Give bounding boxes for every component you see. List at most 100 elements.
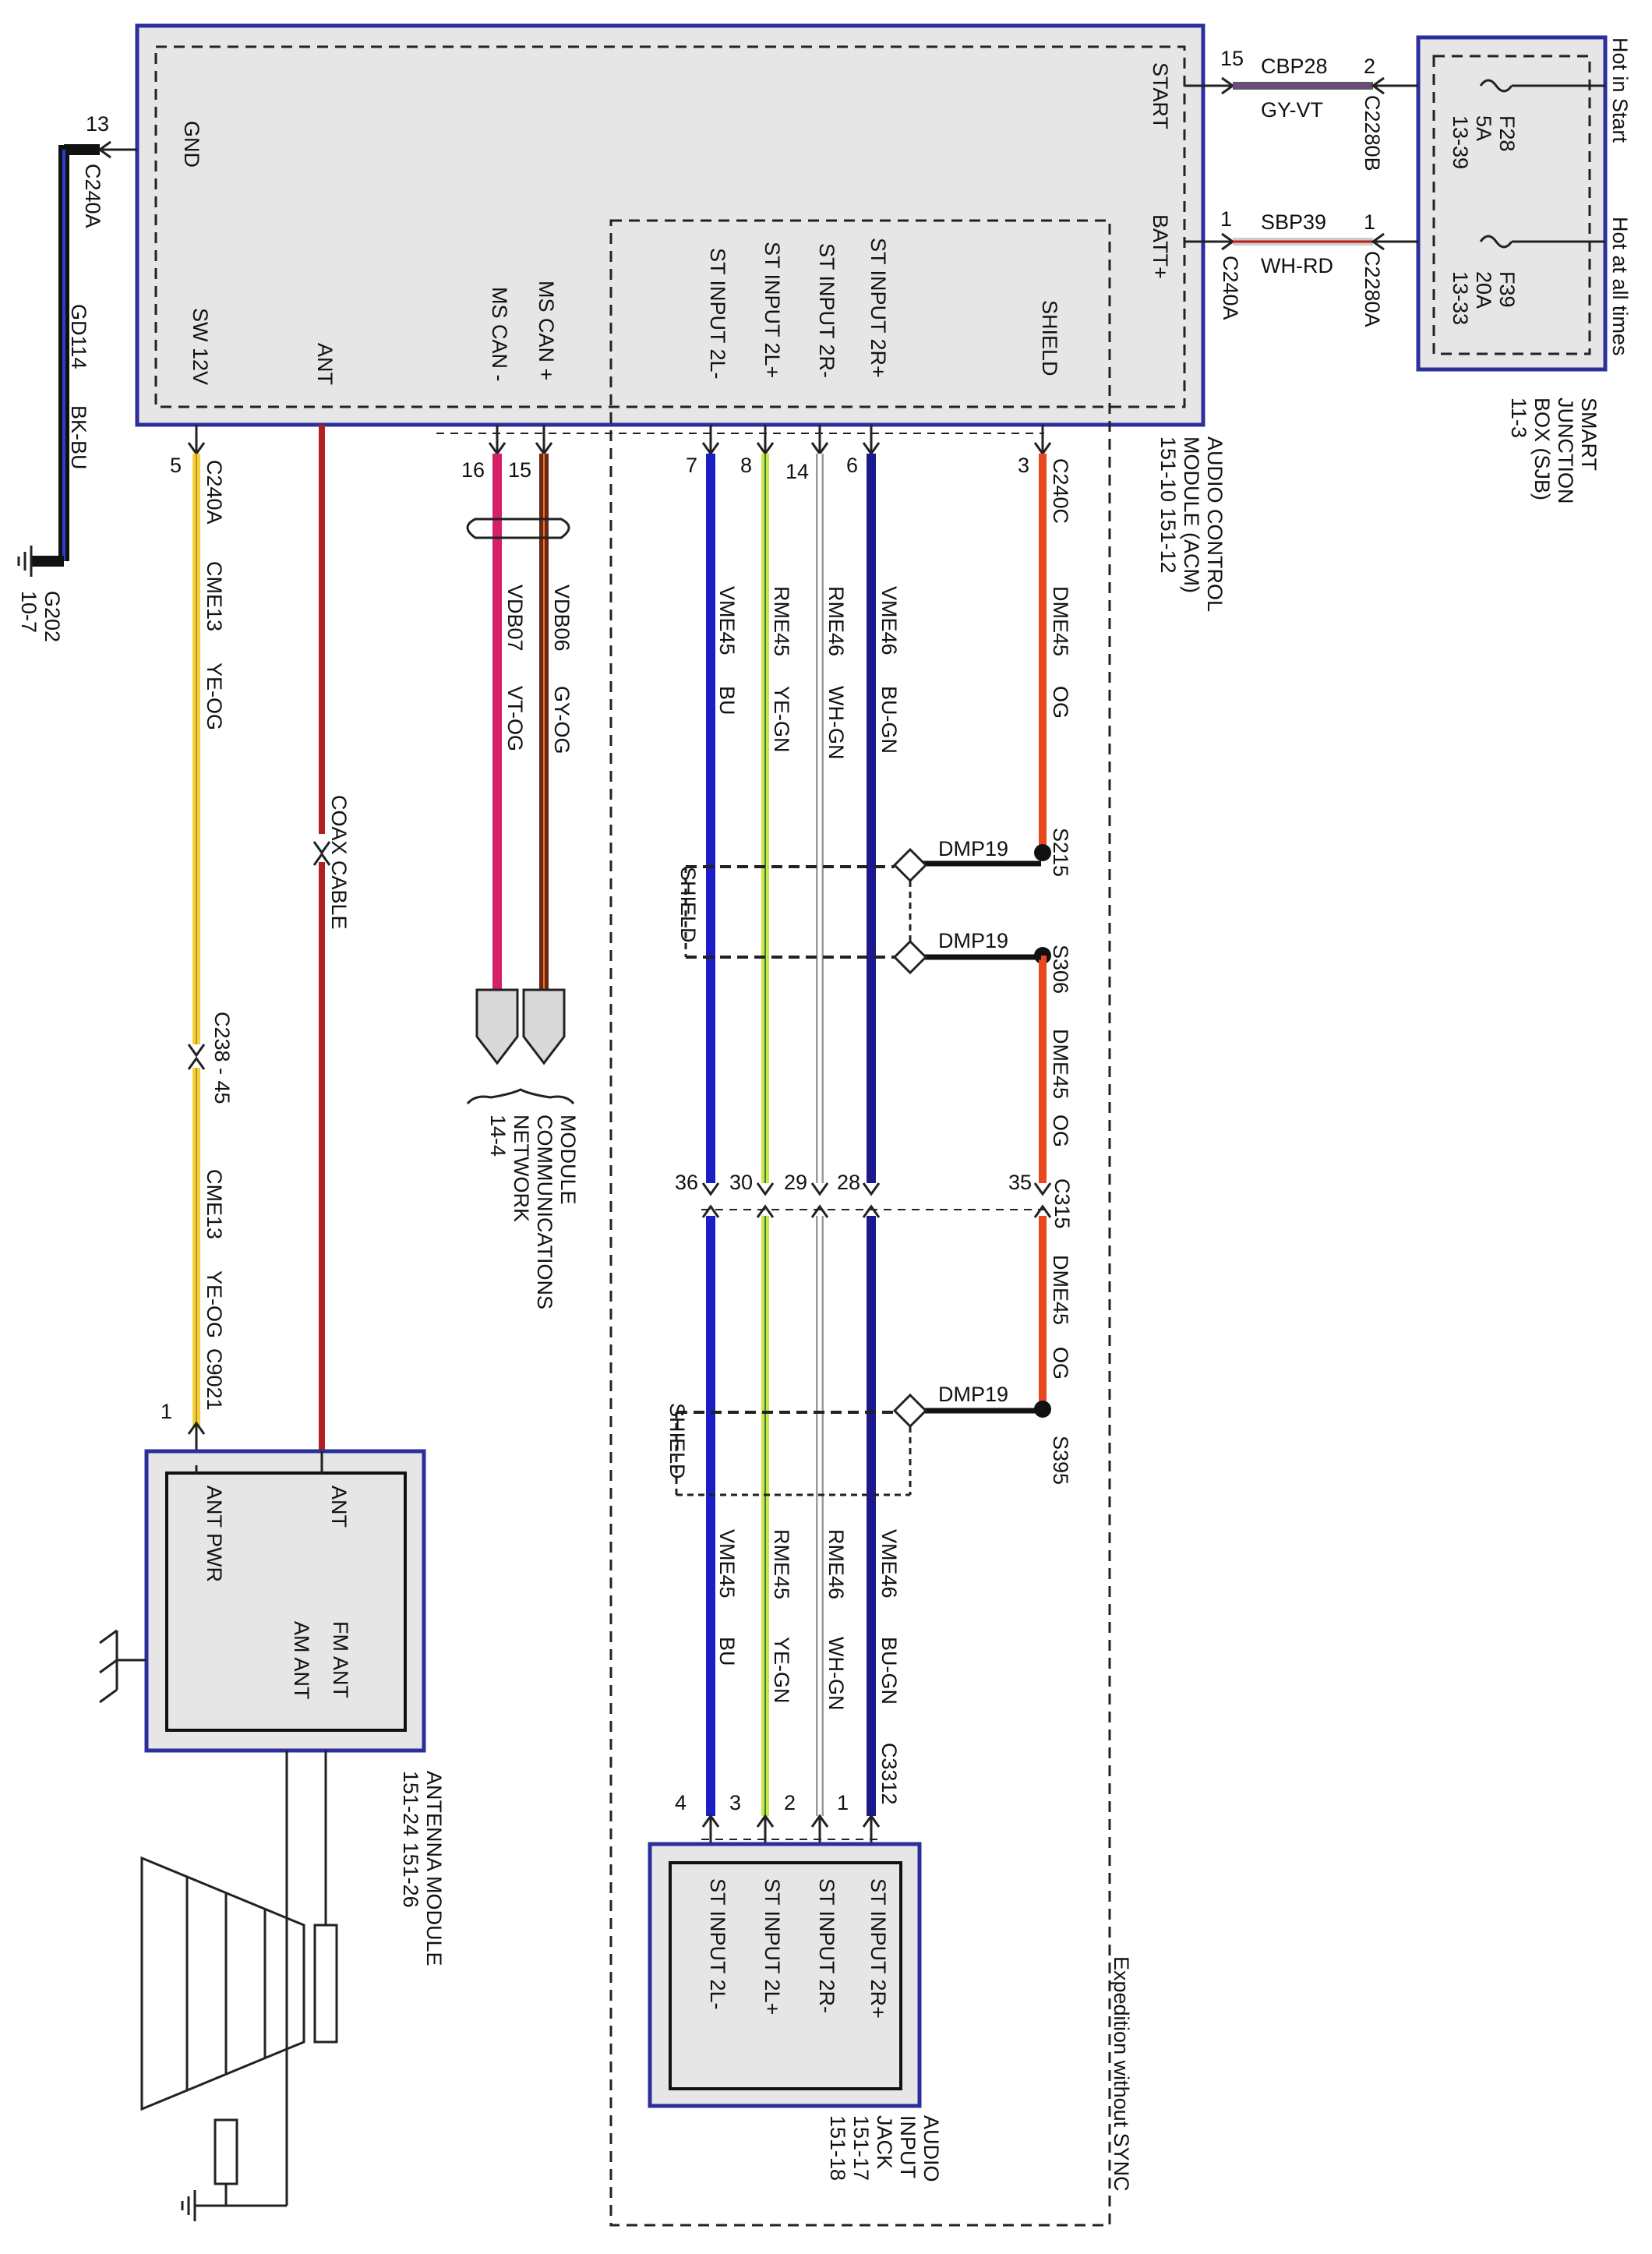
antenna-outline xyxy=(144,1449,426,1753)
color-og-lower: OG xyxy=(1049,1347,1072,1380)
smart-junction-box[interactable] xyxy=(1416,35,1608,372)
twisted-pair-icon xyxy=(466,518,570,539)
acm-label-line2: MODULE (ACM) xyxy=(1180,436,1203,593)
sjb-inner-dashed xyxy=(1432,55,1591,355)
wire-gd114[interactable] xyxy=(31,140,137,567)
hot-in-start-label: Hot in Start xyxy=(1608,37,1632,143)
mcn-bracket xyxy=(466,1088,575,1105)
mcn-label-line1: MODULE xyxy=(556,1115,580,1205)
color-bu-gn-upper: BU-GN xyxy=(877,686,901,754)
circuit-ye-og-lower: YE-OG xyxy=(203,1270,226,1338)
wire-c9021-arrow xyxy=(187,1421,206,1435)
wire-c238-arrow-top xyxy=(187,1044,206,1058)
sjb-label-line2: JUNCTION xyxy=(1554,397,1577,504)
circuit-vme45-lower: VME45 xyxy=(715,1529,739,1599)
drain-s306-diamond xyxy=(892,939,928,975)
ground-g202-icon xyxy=(17,546,33,577)
antenna-pin-am-ant: AM ANT xyxy=(290,1621,313,1700)
acm-pin-ms-can-plus: MS CAN + xyxy=(535,281,558,380)
drain-dmp19-s306[interactable] xyxy=(892,939,1041,975)
pin-j1: 1 xyxy=(837,1791,849,1814)
wire-vdb06[interactable] xyxy=(535,425,553,990)
antenna-pin-ant: ANT xyxy=(327,1486,351,1528)
pin-7: 7 xyxy=(686,454,697,477)
expedition-region xyxy=(609,219,1111,2227)
mcn-connector-vdb07 xyxy=(475,988,519,1065)
splice-s306: S306 xyxy=(1049,945,1072,994)
mcn-label-line3: NETWORK xyxy=(510,1115,533,1222)
circuit-vt-og: VT-OG xyxy=(503,686,527,751)
circuit-dmp19-s395: DMP19 xyxy=(938,1383,1008,1406)
circuit-vdb06: VDB06 xyxy=(550,585,574,652)
shield-label-upper: SHIELD xyxy=(676,867,700,943)
circuit-vme46-lower: VME46 xyxy=(877,1529,901,1599)
circuit-rme45-upper: RME45 xyxy=(770,586,793,656)
circuit-wh-rd: WH-RD xyxy=(1261,254,1333,277)
connector-c2280a: C2280A xyxy=(1361,251,1384,327)
sjb-label-line3: BOX (SJB) xyxy=(1530,397,1554,500)
pin-8: 8 xyxy=(740,454,752,477)
wire-coax-cable[interactable] xyxy=(312,425,331,1451)
circuit-vme46-upper: VME46 xyxy=(877,586,901,655)
circuit-gy-vt: GY-VT xyxy=(1261,98,1323,122)
connector-c9021: C9021 xyxy=(203,1348,226,1411)
fuse-f28-label: F28 xyxy=(1495,115,1519,152)
mcn-label-line4: 14-4 xyxy=(486,1115,510,1157)
wire-cbp28[interactable] xyxy=(1184,76,1418,95)
circuit-gd114: GD114 xyxy=(67,304,90,369)
color-bu-upper: BU xyxy=(715,686,739,715)
antenna-resistor-icon xyxy=(214,2118,238,2185)
antenna-inner xyxy=(165,1471,407,1732)
color-og-upper: OG xyxy=(1049,686,1072,719)
connector-c240a-batt: C240A xyxy=(1219,256,1242,320)
pin-14: 14 xyxy=(785,460,809,483)
wire-rme46-upper[interactable] xyxy=(810,425,829,1183)
wire-dme45-upper[interactable] xyxy=(1033,425,1052,1183)
circuit-coax-cable: COAX CABLE xyxy=(327,795,351,930)
audio-control-module[interactable] xyxy=(135,23,1205,427)
pin-15-start: 15 xyxy=(1220,47,1244,70)
fuse-f39-rating: 20A xyxy=(1472,271,1495,309)
pin-28: 28 xyxy=(837,1171,860,1194)
pin-35: 35 xyxy=(1008,1171,1032,1194)
connector-c240a-sw12v: C240A xyxy=(203,460,226,525)
wire-sbp39[interactable] xyxy=(1184,232,1418,251)
wire-vdb07[interactable] xyxy=(488,425,507,990)
wire-vme46-upper[interactable] xyxy=(862,425,881,1183)
pin-36: 36 xyxy=(675,1171,698,1194)
splice-s215: S215 xyxy=(1049,828,1072,877)
pin-1-c2280a: 1 xyxy=(1364,210,1375,234)
pin-30: 30 xyxy=(729,1171,753,1194)
circuit-cme13-upper: CME13 xyxy=(203,561,226,631)
jack-pin-2l-minus: ST INPUT 2L- xyxy=(706,1878,729,2010)
acm-pin-ms-can-minus: MS CAN - xyxy=(488,287,511,382)
pin-16-ms-can-minus: 16 xyxy=(461,458,485,482)
drain-s215-diamond xyxy=(892,847,928,883)
circuit-dmp19-s306: DMP19 xyxy=(938,929,1008,952)
wire-rme45-upper[interactable] xyxy=(756,425,775,1183)
antenna-module[interactable] xyxy=(144,1449,426,1753)
antenna-pin-fm-ant: FM ANT xyxy=(329,1621,352,1698)
connector-c3312: C3312 xyxy=(877,1743,901,1805)
wire-vme45-upper[interactable] xyxy=(701,425,720,1183)
jack-outline xyxy=(648,1842,922,2108)
wire-coax-arrow-bottom xyxy=(312,852,331,866)
antenna-label-line2: 151-24 151-26 xyxy=(399,1771,422,1908)
ground-g202-label: G202 xyxy=(41,591,64,642)
wire-cme13[interactable] xyxy=(187,425,206,1465)
jack-label-line5: 151-18 xyxy=(826,2115,849,2181)
color-bu-gn-lower: BU-GN xyxy=(877,1637,901,1705)
color-og-mid: OG xyxy=(1049,1115,1072,1147)
acm-pin-sw12v: SW 12V xyxy=(189,308,212,385)
connector-c240a-gnd: C240A xyxy=(81,164,104,228)
circuit-bk-bu: BK-BU xyxy=(67,405,90,470)
acm-label-line1: AUDIO CONTROL xyxy=(1203,436,1227,612)
jack-pin-2l-plus: ST INPUT 2L+ xyxy=(761,1878,784,2015)
audio-input-jack[interactable] xyxy=(648,1842,922,2108)
wire-dme45-lower[interactable] xyxy=(1034,1216,1051,1418)
jack-inner xyxy=(669,1861,902,2090)
splice-s215-dot xyxy=(1034,844,1051,861)
antenna-ground-icon xyxy=(181,2190,196,2221)
circuit-rme45-lower: RME45 xyxy=(770,1529,793,1599)
sjb-outline xyxy=(1416,35,1608,372)
